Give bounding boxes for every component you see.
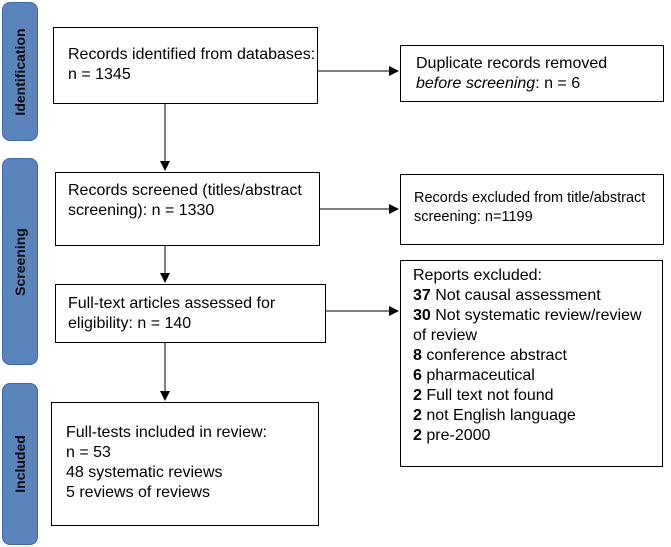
records-identified-text: Records identified from databases: n = 1… (68, 46, 316, 83)
phase-screening-bar: Screening (2, 158, 38, 365)
records-excluded-text: Records excluded from title/abstract scr… (414, 190, 646, 225)
reports-excluded-title: Reports excluded: (413, 267, 542, 284)
records-screened-box: Records screened (titles/abstract screen… (55, 172, 320, 246)
included-box: Full-tests included in review: n = 53 48… (51, 402, 319, 526)
records-screened-text: Records screened (titles/abstract screen… (68, 182, 302, 219)
included-line2: n = 53 (66, 444, 111, 461)
reports-excluded-item: 2 not English language (413, 407, 576, 424)
reports-excluded-list: 37 Not causal assessment 30 Not systemat… (413, 286, 658, 446)
records-excluded-box: Records excluded from title/abstract scr… (400, 174, 664, 245)
reports-excluded-item: 2 Full text not found (413, 387, 554, 404)
included-line4: 5 reviews of reviews (66, 484, 211, 501)
duplicates-rest: : n = 6 (535, 75, 581, 92)
reports-excluded-item: 30 Not systematic review/review of revie… (413, 307, 642, 344)
phase-identification-bar: Identification (2, 2, 38, 141)
reports-excluded-item: 8 conference abstract (413, 347, 567, 364)
duplicates-line1: Duplicate records removed (416, 55, 608, 72)
reports-excluded-item: 2 pre-2000 (413, 427, 491, 444)
duplicates-removed-box: Duplicate records removed before screeni… (400, 45, 664, 102)
reports-excluded-item: 6 pharmaceutical (413, 367, 535, 384)
reports-excluded-box: Reports excluded: 37 Not causal assessme… (400, 260, 663, 467)
phase-included-bar: Included (2, 383, 38, 545)
full-text-assessed-box: Full-text articles assessed for eligibil… (55, 284, 326, 343)
records-identified-box: Records identified from databases: n = 1… (53, 27, 318, 104)
included-line3: 48 systematic reviews (66, 464, 223, 481)
included-line1: Full-tests included in review: (66, 424, 267, 441)
full-text-assessed-text: Full-text articles assessed for eligibil… (68, 295, 276, 332)
reports-excluded-item: 37 Not causal assessment (413, 287, 601, 304)
duplicates-line2: before screening: n = 6 (416, 74, 663, 94)
duplicates-italic: before screening (416, 75, 536, 92)
